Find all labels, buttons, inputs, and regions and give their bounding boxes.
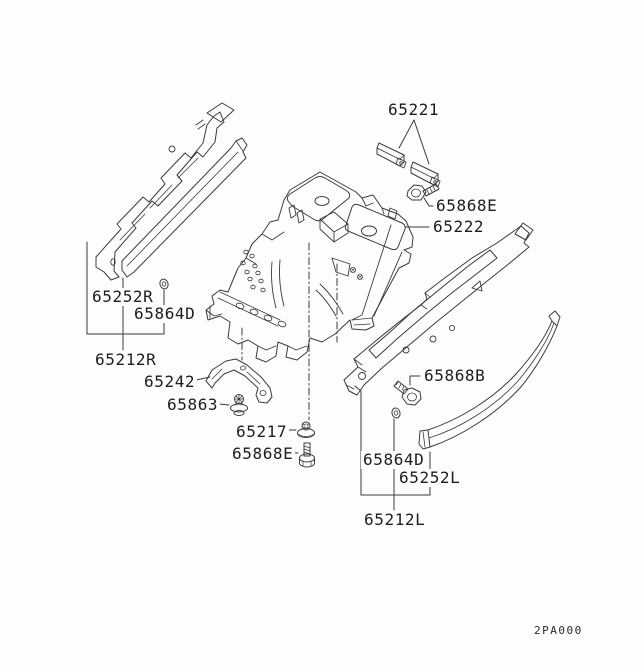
panel-65222 — [205, 171, 414, 363]
part-label-65863: 65863 — [165, 395, 221, 414]
side-member-65212L — [343, 222, 534, 396]
part-label-65864D-right: 65864D — [361, 450, 427, 469]
plug-65863 — [230, 394, 248, 416]
strip-65252L — [418, 310, 561, 450]
part-label-65222: 65222 — [431, 217, 487, 236]
part-label-65212L: 65212L — [362, 510, 428, 529]
rail-65252R — [95, 102, 248, 281]
bolt-65868B — [393, 380, 422, 406]
drawing-code: 2PA000 — [534, 624, 583, 637]
part-label-65252L: 65252L — [397, 468, 463, 487]
part-label-65868B: 65868B — [422, 366, 488, 385]
part-label-65242: 65242 — [142, 372, 198, 391]
part-label-65217: 65217 — [234, 422, 290, 441]
center-lines — [241, 242, 338, 421]
bracket-65242 — [205, 358, 273, 404]
grommet-65864D-left — [159, 278, 169, 290]
part-label-65252R: 65252R — [90, 287, 156, 306]
part-label-65868E-top: 65868E — [434, 196, 500, 215]
part-label-65221: 65221 — [386, 100, 442, 119]
bolt-65868E-bottom — [299, 442, 315, 468]
bolt-65868E-top — [406, 183, 440, 201]
part-label-65868E-bottom: 65868E — [230, 444, 296, 463]
grommet-65864D-right — [391, 407, 401, 419]
part-label-65864D-left: 65864D — [132, 304, 198, 323]
part-label-65212R: 65212R — [93, 350, 159, 369]
nut-65217 — [297, 421, 315, 438]
